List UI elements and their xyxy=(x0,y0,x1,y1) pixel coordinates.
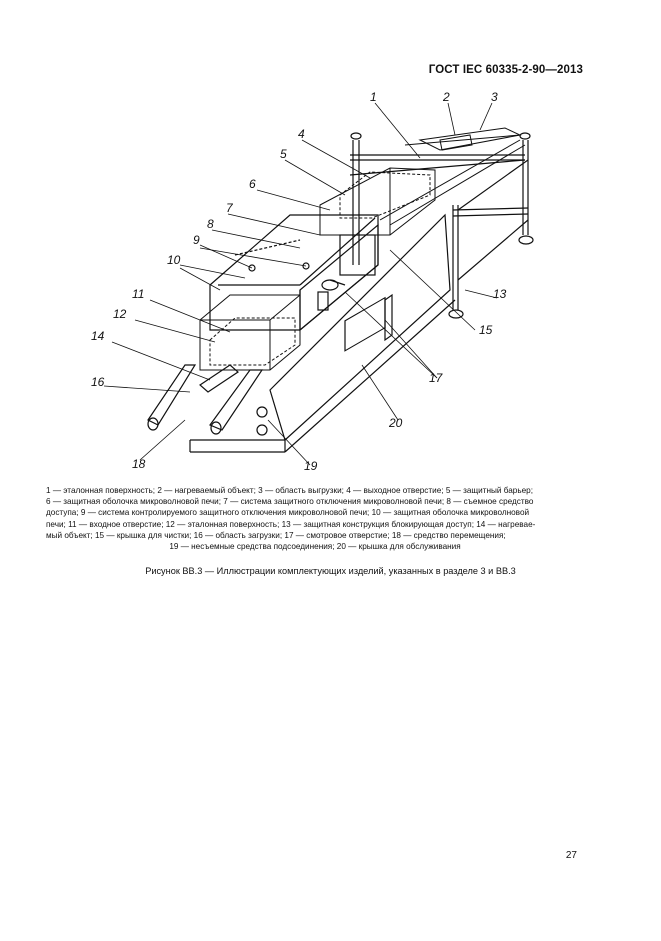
callout-2: 2 xyxy=(442,90,450,104)
callout-13: 13 xyxy=(493,287,507,301)
figure-caption: Рисунок ВВ.3 — Иллюстрации комплектующих… xyxy=(145,566,516,576)
legend-line: 1 — эталонная поверхность; 2 — нагреваем… xyxy=(46,486,533,495)
callout-20: 20 xyxy=(388,416,403,430)
callout-11: 11 xyxy=(132,287,144,301)
callout-19: 19 xyxy=(304,459,318,473)
callout-5: 5 xyxy=(280,147,287,161)
callout-17: 17 xyxy=(429,371,444,385)
conveyor-body xyxy=(189,213,456,453)
callout-14: 14 xyxy=(91,329,105,343)
callout-16: 16 xyxy=(91,375,105,389)
callout-10: 10 xyxy=(167,253,181,267)
callout-4: 4 xyxy=(298,127,305,141)
callout-1: 1 xyxy=(370,90,377,104)
legend-line: 6 — защитная оболочка микроволновой печи… xyxy=(46,497,534,507)
callout-7: 7 xyxy=(226,201,234,215)
loading-rails xyxy=(147,364,264,435)
callout-numbers: 1 2 3 4 5 6 7 8 9 10 11 12 13 14 15 16 1… xyxy=(91,90,507,473)
unloading-area xyxy=(379,127,526,226)
callout-18: 18 xyxy=(132,457,146,471)
callout-3: 3 xyxy=(491,90,498,104)
callout-6: 6 xyxy=(249,177,256,191)
legend-line: доступа; 9 — система контролируемого защ… xyxy=(46,508,530,518)
leader-lines xyxy=(103,102,498,466)
callout-12: 12 xyxy=(113,307,127,321)
callout-8: 8 xyxy=(207,217,214,231)
legend-line: печи; 11 — входное отверстие; 12 — этало… xyxy=(46,519,536,529)
figure-legend: 1 — эталонная поверхность; 2 — нагреваем… xyxy=(46,485,584,552)
legend-line-last: 19 — несъемные средства подсоединения; 2… xyxy=(169,542,461,552)
callout-15: 15 xyxy=(479,323,493,337)
document-header: ГОСТ IEC 60335-2-90—2013 xyxy=(428,64,583,76)
callout-9: 9 xyxy=(193,233,200,247)
main-housing xyxy=(209,214,379,332)
entrance-tunnel xyxy=(199,294,301,371)
legend-line: мый объект; 15 — крышка для чистки; 16 —… xyxy=(46,530,506,540)
page-number: 27 xyxy=(565,850,577,861)
